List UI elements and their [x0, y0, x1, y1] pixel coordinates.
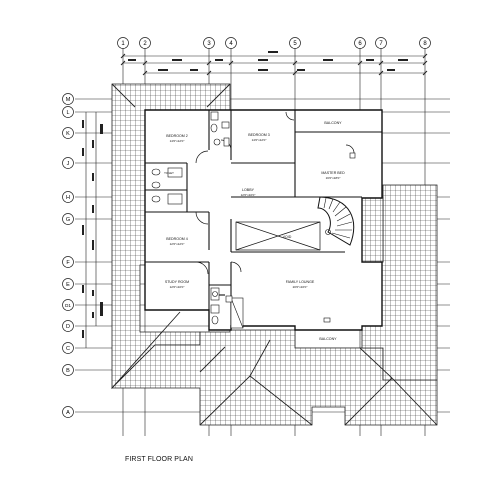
grid-label: 2: [143, 41, 147, 47]
grid-label: 4: [229, 41, 233, 47]
grid-label: 7: [379, 41, 383, 47]
grid-label: E: [66, 282, 70, 288]
void-area: [235, 221, 321, 251]
grid-label: 8: [423, 41, 427, 47]
room-dim: 14'0"x12'0": [170, 139, 185, 143]
drawing-caption: FIRST FLOOR PLAN: [125, 456, 193, 463]
room-label: BEDROOM 2: [166, 134, 188, 138]
floor-outline: [144, 109, 383, 331]
toilet-fixtures: [151, 111, 356, 329]
room-dim: 12'0"x10'0": [241, 193, 256, 197]
grid-label: 1: [121, 41, 125, 47]
room-labels: BEDROOM 2 14'0"x12'0" BEDROOM 3 14'0"x12…: [164, 121, 345, 341]
staircase: [317, 196, 355, 246]
room-label: MASTER BED: [321, 171, 345, 175]
room-label: STUDY ROOM: [165, 280, 189, 284]
grid-label: M: [66, 97, 71, 103]
grid-label: D: [66, 324, 70, 330]
room-label: BALCONY: [319, 337, 337, 341]
grid-label: 3: [207, 41, 211, 47]
room-label: BALCONY: [324, 121, 342, 125]
room-label: BEDROOM 3: [248, 133, 270, 137]
roof-hips: [111, 83, 438, 426]
grid-label: 6: [358, 41, 362, 47]
left-dimension-text: [82, 120, 103, 338]
grid-label: G: [66, 217, 70, 223]
top-dimension-lines: [120, 53, 428, 76]
grid-label: C: [66, 346, 70, 352]
door-swings: [195, 111, 355, 275]
room-dim: 12'0"x12'0": [170, 242, 185, 246]
grid-label: L: [66, 110, 69, 116]
room-label: TOILET: [164, 171, 174, 175]
grid-label: K: [66, 131, 70, 137]
grid-label: H: [66, 195, 70, 201]
grid-label: B: [66, 368, 70, 374]
room-label: LOBBY: [242, 188, 255, 192]
room-label: VOID: [283, 235, 292, 239]
row-grid-bubbles: M L K J H G F E D1 D C B A: [62, 93, 74, 418]
grid-label: A: [66, 410, 70, 416]
room-dim: 16'0"x18'0": [326, 176, 341, 180]
grid-label: D1: [65, 303, 71, 308]
grid-label: J: [67, 161, 70, 167]
room-label: BEDROOM 4: [166, 237, 188, 241]
left-dimension-lines: [85, 112, 97, 348]
room-dim: 12'0"x10'0": [170, 285, 185, 289]
top-dimension-text: [128, 51, 408, 71]
room-dim: 14'0"x12'0": [252, 138, 267, 142]
room-dim: 20'0"x16'0": [293, 285, 308, 289]
room-label: FAMILY LOUNGE: [286, 280, 315, 284]
grid-label: 5: [293, 41, 297, 47]
column-grid-bubbles: 1 2 3 4 5 6 7 8: [117, 37, 431, 49]
grid-label: F: [66, 260, 70, 266]
